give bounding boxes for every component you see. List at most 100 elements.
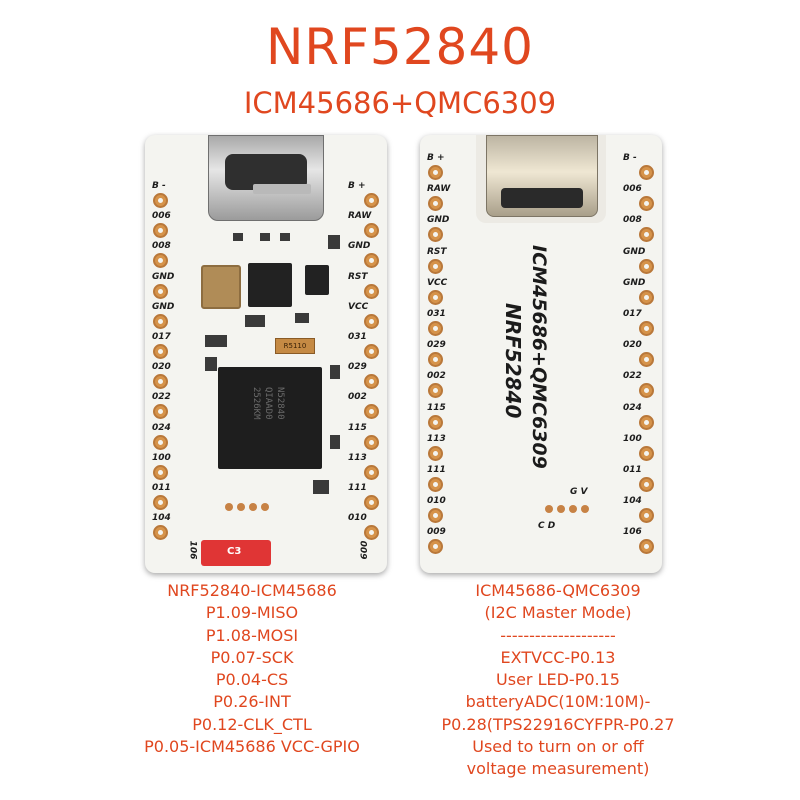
caption-line: EXTVCC-P0.13 [500,647,616,667]
pin-pad [428,289,443,305]
pin-pad [153,374,168,390]
pin-label: 106 [187,540,198,560]
pin-pad [364,344,379,359]
pin-label: 100 [152,452,171,463]
pin-label: 031 [348,332,367,342]
pin-pad [428,352,443,368]
pin-label: GND [152,301,175,312]
caption-line: NRF52840-ICM45686 [167,581,337,600]
caption-line: P0.07-SCK [210,647,294,667]
caption-line: P1.09-MISO [205,603,299,623]
pin-label: B - [152,181,166,191]
page-subtitle: ICM45686+QMC6309 [243,86,557,120]
pin-label: 111 [348,483,367,493]
pin-label: 002 [348,392,367,403]
pin-label: 009 [357,540,368,560]
usb-c-connector [208,135,324,221]
mcu-chip: N52840 QIAAD0 2526KM [218,367,322,469]
pin-pad [364,464,379,480]
board-back-image: NRF52840 ICM45686+QMC6309 C D G V B +RAW… [420,135,662,573]
pin-label: 022 [152,392,171,403]
pin-pad [364,193,379,208]
caption-right: ICM45686-QMC6309 (I2C Master Mode)-------… [388,580,728,781]
pin-label: 031 [427,309,446,319]
caption-line: User LED-P0.15 [496,670,620,690]
pin-pad [428,508,443,524]
caption-line: Used to turn on or off [472,737,644,757]
page-title: NRF52840 [266,18,534,76]
pin-pad [364,313,379,329]
pin-pad [364,404,379,420]
pin-pad [639,508,654,524]
pin-label: RST [427,246,447,257]
chip-component [305,265,329,295]
pin-pad [153,344,168,359]
pin-label: 115 [427,402,446,413]
caption-line: ICM45686-QMC6309 [475,581,641,600]
pin-label: 011 [152,483,171,493]
pin-label: 017 [623,309,642,319]
resistor-component: R5110 [275,338,315,354]
pin-pad [639,414,654,430]
caption-line: P0.05-ICM45686 VCC-GPIO [144,737,360,757]
pin-label: GND [152,271,175,282]
pin-label: GND [348,241,371,252]
pin-pad [364,495,379,510]
pad-label-cd: C D [538,521,556,531]
pin-label: 008 [152,241,171,252]
pin-label: 022 [623,371,642,382]
pin-pad [153,434,168,450]
pin-pad [428,321,443,336]
pin-pad [153,253,168,269]
red-component: C3 [201,540,271,566]
pin-label: 002 [427,371,446,382]
pin-label: 113 [348,452,367,463]
pin-pad [428,196,443,212]
pin-pad [153,404,168,420]
pin-label: 020 [152,362,171,373]
pin-pad [364,525,379,541]
pin-label: 104 [623,496,642,507]
pin-label: RST [348,271,368,282]
pin-label: 010 [348,513,367,524]
pin-pad [428,383,443,399]
crystal-component [201,265,241,309]
pin-pad [153,193,168,208]
pin-label: 104 [152,513,171,524]
pin-label: 029 [427,340,446,351]
pin-pad [428,477,443,492]
usb-c-connector-back [476,135,606,223]
pin-label: 029 [348,362,367,373]
pin-label: GND [623,246,646,257]
board-vertical-label-sensors: ICM45686+QMC6309 [528,245,550,469]
caption-line: P0.04-CS [215,670,289,690]
pin-label: RAW [427,184,451,195]
pin-pad [639,165,654,180]
caption-line: batteryADC(10M:10M)- [465,692,651,712]
caption-line: P0.28(TPS22916CYFPR-P0.27 [441,714,675,734]
pin-label: VCC [348,301,369,312]
pin-pad [428,165,443,180]
pad-label-gv: G V [570,487,588,497]
pin-label: B + [348,181,366,191]
pin-pad [153,313,168,329]
pin-pad [364,434,379,450]
pin-label: GND [427,215,450,226]
pin-pad [153,464,168,480]
pin-label: B - [623,153,637,163]
caption-line: -------------------- [500,625,616,645]
pin-label: 010 [427,496,446,507]
pin-pad [428,414,443,430]
pin-label: 024 [623,402,642,413]
pin-label: VCC [427,277,448,288]
board-vertical-label-nrf: NRF52840 [501,303,525,419]
pin-pad [428,258,443,274]
pin-pad [153,495,168,510]
pin-label: 008 [623,215,642,226]
caption-line: (I2C Master Mode) [484,603,632,623]
pin-label: 017 [152,332,171,342]
pin-label: 111 [427,465,446,475]
caption-line: voltage measurement) [466,759,650,779]
caption-line: P0.26-INT [213,692,291,712]
